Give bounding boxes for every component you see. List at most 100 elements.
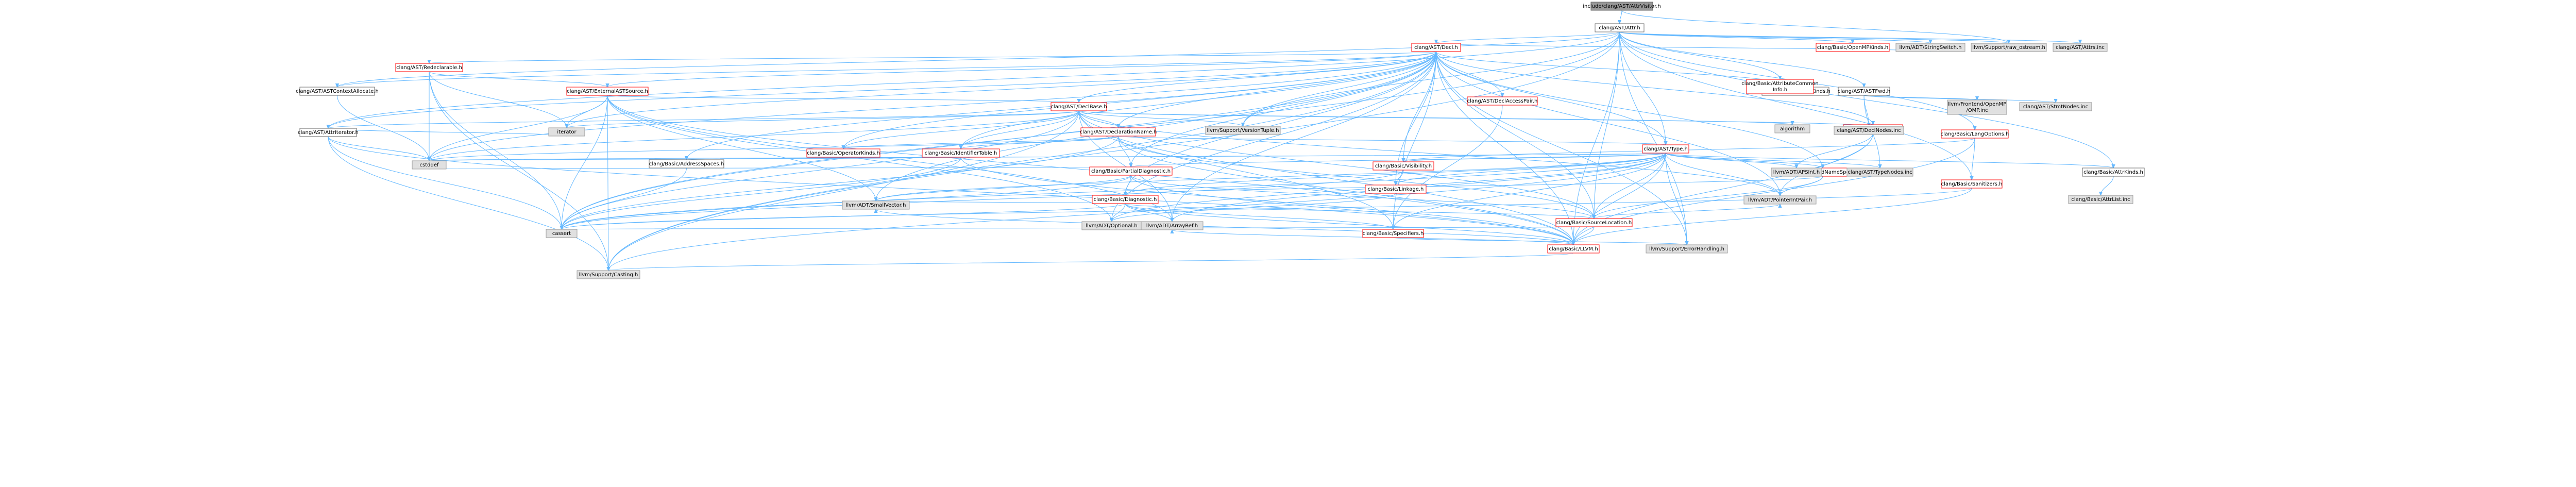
edge-attriterator-to-casting [328, 136, 608, 271]
edge-partialdiagnostic-to-sourcelocation [1130, 175, 1594, 219]
edge-attr_h-to-astfwd [1619, 31, 1865, 87]
edge-attr_h-to-attrs_inc [1619, 31, 2080, 43]
node-astfwd[interactable]: clang/AST/ASTFwd.h [1838, 87, 1890, 96]
node-decl_h[interactable]: clang/AST/Decl.h [1411, 43, 1461, 52]
edge-astcontextalloc-to-cstddef [337, 95, 430, 161]
edge-identifiertable-to-cstddef [429, 157, 961, 161]
edge-decl_h-to-declbase [1079, 51, 1436, 103]
node-label-visibility: clang/Basic/Visibility.h [1375, 163, 1432, 169]
edge-decl_h-to-smallvector [876, 51, 1436, 201]
node-label-externalastsource: clang/AST/ExternalASTSource.h [567, 89, 648, 94]
node-box-declnodes [1834, 126, 1904, 135]
node-box-identifiertable [922, 148, 1000, 158]
edge-attr_h-to-astcontextalloc [337, 31, 1620, 87]
node-label-algorithm: algorithm [1780, 126, 1805, 132]
edge-declbase-to-casting [608, 110, 1079, 271]
node-box-sourcelocation [1555, 218, 1633, 227]
edge-decl_h-to-declaccesspair [1436, 51, 1503, 97]
edge-diagnostic-to-sourcelocation [1125, 203, 1594, 219]
node-box-diagnostic [1092, 195, 1159, 204]
edge-sanitizers-to-cassert [562, 188, 1972, 229]
node-label-attrkinds: clang/Basic/AttrKinds.h [2083, 170, 2143, 175]
node-box-raw_ostream [1971, 43, 2047, 52]
edge-declbase-to-cstddef [429, 110, 1079, 161]
node-diagnostic[interactable]: clang/Basic/Diagnostic.h [1092, 195, 1159, 204]
edge-declbase-to-attriterator [328, 110, 1079, 128]
node-label-diagnostic: clang/Basic/Diagnostic.h [1094, 197, 1157, 203]
edge-declbase-to-declnodes [1078, 110, 1869, 126]
edge-sourcelocation-to-cassert [562, 227, 1595, 229]
node-label-errorhandling: llvm/Support/ErrorHandling.h [1649, 246, 1724, 252]
edge-type_h-to-cstddef [429, 153, 1666, 161]
node-operatorkinds[interactable]: clang/Basic/OperatorKinds.h [806, 148, 880, 158]
node-sourcelocation[interactable]: clang/Basic/SourceLocation.h [1555, 218, 1633, 227]
node-label-versiontuple: llvm/Support/VersionTuple.h [1207, 128, 1279, 133]
edge-attr_h-to-stringswitch [1619, 31, 1931, 43]
node-label-frontendopenmp-line1: /OMP.inc [1966, 108, 1988, 113]
node-raw_ostream: llvm/Support/raw_ostream.h [1971, 43, 2047, 52]
node-langoptions[interactable]: clang/Basic/LangOptions.h [1941, 129, 2009, 139]
node-openmpkinds[interactable]: clang/Basic/OpenMPKinds.h [1816, 43, 1890, 52]
node-label-arrayref: llvm/ADT/ArrayRef.h [1146, 223, 1198, 229]
node-addressspaces[interactable]: clang/Basic/AddressSpaces.h [649, 159, 724, 169]
node-cstddef: cstddef [412, 160, 447, 170]
node-partialdiagnostic[interactable]: clang/Basic/PartialDiagnostic.h [1089, 166, 1173, 176]
edge-declbase-to-iterator [567, 110, 1079, 128]
node-declnodes: clang/AST/DeclNodes.inc [1834, 126, 1904, 135]
node-box-attrs_inc [2053, 43, 2108, 52]
edge-apvalue-to-llvm_h [1573, 132, 1873, 245]
edge-externalastsource-to-cassert [562, 95, 608, 229]
node-declaccesspair[interactable]: clang/AST/DeclAccessPair.h [1467, 96, 1538, 106]
node-box-redeclarable [395, 63, 463, 72]
edge-astfwd-to-stmtnodes [1863, 95, 2056, 103]
node-externalastsource[interactable]: clang/AST/ExternalASTSource.h [566, 87, 649, 96]
node-attriterator[interactable]: clang/AST/AttrIterator.h [298, 128, 359, 137]
edge-visibility-to-cassert [562, 170, 1404, 229]
edge-attr_h-to-type_h [1619, 31, 1666, 145]
node-label-raw_ostream: llvm/Support/raw_ostream.h [1972, 45, 2045, 51]
edge-partialdiagnostic-to-diagnostic [1125, 175, 1131, 195]
node-redeclarable[interactable]: clang/AST/Redeclarable.h [395, 63, 463, 72]
node-label-typenodes: clang/AST/TypeNodes.inc [1848, 170, 1912, 175]
node-astcontextalloc[interactable]: clang/AST/ASTContextAllocate.h [296, 87, 379, 96]
node-specifiers[interactable]: clang/Basic/Specifiers.h [1362, 229, 1424, 238]
edge-declbase-to-versiontuple [1078, 110, 1243, 126]
node-attrkinds[interactable]: clang/Basic/AttrKinds.h [2082, 167, 2145, 177]
node-attr_h[interactable]: clang/AST/Attr.h [1595, 23, 1645, 32]
edge-type_h-to-casting [608, 153, 1666, 271]
node-box-astfwd [1838, 87, 1890, 96]
node-frontendopenmp: llvm/Frontend/OpenMP/OMP.inc [1947, 99, 2007, 115]
edge-decl_h-to-iterator [567, 51, 1436, 128]
node-declbase[interactable]: clang/AST/DeclBase.h [1050, 102, 1107, 111]
node-box-versiontuple [1205, 126, 1281, 135]
node-label-astfwd: clang/AST/ASTFwd.h [1838, 89, 1890, 94]
node-box-declbase [1050, 102, 1107, 111]
node-label-attributecommoninfo-line1: Info.h [1773, 87, 1787, 93]
node-type_h[interactable]: clang/AST/Type.h [1642, 144, 1689, 154]
edge-declbase-to-pointerintpair [1078, 110, 1780, 196]
node-label-linkage: clang/Basic/Linkage.h [1368, 187, 1424, 192]
node-box-arrayref [1141, 221, 1204, 230]
node-llvm_h[interactable]: clang/Basic/LLVM.h [1547, 244, 1600, 254]
node-box-decl_h [1411, 43, 1461, 52]
node-box-visibility [1372, 161, 1434, 171]
edge-declbase-to-algorithm [1078, 110, 1792, 125]
node-label-stmtnodes: clang/AST/StmtNodes.inc [2023, 104, 2088, 110]
edge-attr_h-to-casting [608, 31, 1620, 271]
node-stringswitch: llvm/ADT/StringSwitch.h [1895, 43, 1965, 52]
node-box-attr_h [1595, 23, 1645, 32]
node-visibility[interactable]: clang/Basic/Visibility.h [1372, 161, 1434, 171]
node-label-astcontextalloc: clang/AST/ASTContextAllocate.h [296, 89, 379, 94]
node-identifiertable[interactable]: clang/Basic/IdentifierTable.h [922, 148, 1000, 158]
edge-decl_h-to-casting [608, 51, 1436, 271]
node-box-typenodes [1846, 167, 1913, 177]
edge-attr_h-to-llvm_h [1573, 31, 1620, 245]
edge-type_h-to-typenodes [1665, 153, 1880, 168]
node-root[interactable]: include/clang/AST/AttrVisitor.h [1583, 2, 1661, 11]
node-declarationname[interactable]: clang/AST/DeclarationName.h [1080, 127, 1157, 137]
node-linkage[interactable]: clang/Basic/Linkage.h [1365, 184, 1427, 194]
node-sanitizers[interactable]: clang/Basic/Sanitizers.h [1941, 179, 2003, 189]
node-box-apsint [1771, 167, 1822, 177]
